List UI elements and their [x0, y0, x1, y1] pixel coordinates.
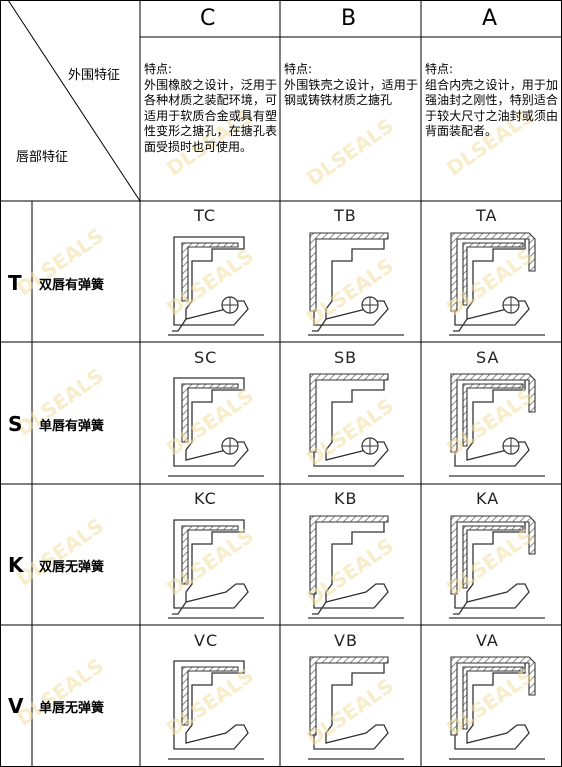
column-title-b: B [341, 6, 357, 31]
row-code-t: T [8, 271, 22, 295]
row-code-s: S [8, 412, 23, 436]
dust-lip [312, 601, 327, 615]
cell-code: KB [334, 489, 358, 508]
row-title-k: 双唇无弹簧 [39, 560, 105, 575]
rubber-body [454, 660, 530, 750]
dust-lip [453, 601, 468, 615]
description-text: 组合内壳之设计，用于加强油封之刚性，特别适合于较大尺寸之油封或须由背面装配者。 [425, 77, 558, 139]
cell-code: KA [476, 489, 500, 508]
cell-code: SB [334, 348, 358, 367]
metal-case [450, 656, 536, 736]
dust-lip [172, 318, 187, 332]
metal-case [181, 242, 239, 302]
seal-cross-section [168, 377, 264, 477]
metal-case [309, 515, 389, 595]
metal-case [450, 515, 536, 595]
lip-feature-label: 唇部特征 [16, 150, 69, 165]
description-label: 特点: [284, 62, 313, 76]
seal-cross-section [449, 515, 545, 619]
column-description-c: 特点: 外围橡胶之设计，泛用于各种材质之装配环境，可适用于软质合金或具有塑性变形… [144, 62, 277, 156]
metal-case [309, 232, 389, 312]
description-label: 特点: [425, 62, 454, 76]
row-code-v: V [8, 694, 24, 718]
cell-code: TB [334, 206, 357, 225]
cell-code: VB [334, 631, 358, 650]
column-title-c: C [200, 6, 216, 31]
seal-cross-section [168, 660, 264, 760]
seal-cross-section [308, 656, 404, 760]
rubber-body [313, 519, 389, 609]
rubber-body [313, 236, 389, 326]
row-title-s: 单唇有弹簧 [39, 419, 105, 434]
metal-case [450, 232, 536, 312]
column-description-b: 特点: 外围铁壳之设计，适用于钢或铸铁材质之搪孔 [284, 62, 418, 109]
seal-cross-section [308, 373, 404, 477]
metal-case [309, 373, 389, 453]
seal-cross-section [168, 519, 264, 619]
rubber-body [454, 519, 530, 609]
rubber-body [173, 236, 249, 326]
rubber-body [173, 377, 249, 467]
dust-lip [312, 318, 327, 332]
cell-code: SA [476, 348, 500, 367]
cell-code: KC [194, 489, 217, 508]
rubber-body [173, 660, 249, 750]
seal-cross-section [449, 373, 545, 477]
seal-cross-section [449, 656, 545, 760]
metal-case [181, 525, 239, 585]
seal-cross-section [449, 232, 545, 336]
column-description-a: 特点: 组合内壳之设计，用于加强油封之刚性，特别适合于较大尺寸之油封或须由背面装… [425, 62, 558, 140]
metal-case [181, 383, 239, 443]
seal-cross-section [308, 232, 404, 336]
dust-lip [453, 318, 468, 332]
description-text: 外围橡胶之设计，泛用于各种材质之装配环境，可适用于软质合金或具有塑性变形之搪孔，… [144, 77, 277, 154]
outer-feature-label: 外围特征 [68, 68, 121, 83]
cell-code: VC [194, 631, 219, 650]
dust-lip [172, 601, 187, 615]
metal-case [450, 373, 536, 453]
metal-case [181, 666, 239, 726]
description-label: 特点: [144, 62, 173, 76]
rubber-body [173, 519, 249, 609]
row-title-v: 单唇无弹簧 [39, 701, 105, 716]
cell-code: VA [476, 631, 499, 650]
row-code-k: K [8, 553, 24, 577]
rubber-body [313, 377, 389, 467]
metal-case [309, 656, 389, 736]
cell-code: TA [476, 206, 498, 225]
rubber-body [454, 377, 530, 467]
rubber-body [313, 660, 389, 750]
row-title-t: 双唇有弹簧 [39, 278, 105, 293]
column-title-a: A [482, 6, 498, 31]
seal-cross-section [308, 515, 404, 619]
cell-code: SC [194, 348, 218, 367]
cell-code: TC [194, 206, 217, 225]
seal-cross-section [168, 236, 264, 336]
description-text: 外围铁壳之设计，适用于钢或铸铁材质之搪孔 [284, 77, 418, 108]
rubber-body [454, 236, 530, 326]
